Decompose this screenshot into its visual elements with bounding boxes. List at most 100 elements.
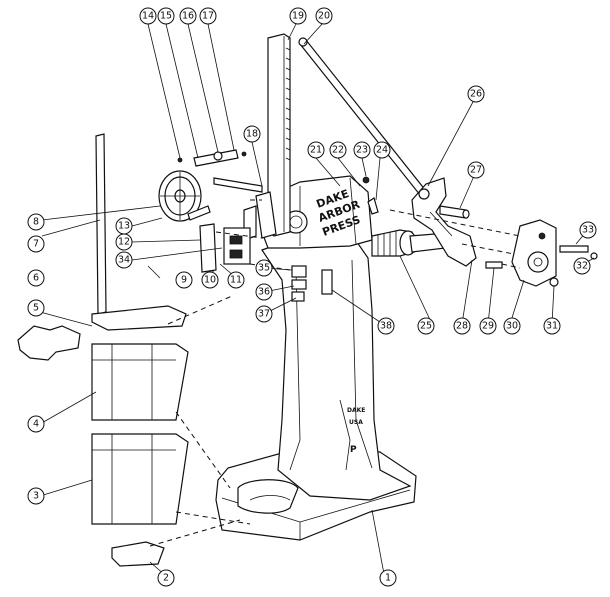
svg-text:38: 38 xyxy=(380,321,392,332)
callout-10: 10 xyxy=(201,271,219,289)
bracket-assembly xyxy=(411,177,477,267)
callout-14: 14 xyxy=(139,7,157,25)
svg-text:33: 33 xyxy=(582,225,594,236)
pin-29 xyxy=(485,261,503,269)
ring-31 xyxy=(549,277,559,287)
svg-text:29: 29 xyxy=(482,321,494,332)
svg-text:8: 8 xyxy=(33,217,39,228)
callout-33: 33 xyxy=(579,221,597,239)
callout-20: 20 xyxy=(315,7,333,25)
svg-text:18: 18 xyxy=(246,129,258,140)
svg-text:19: 19 xyxy=(292,11,304,22)
svg-text:1: 1 xyxy=(385,573,391,584)
svg-text:13: 13 xyxy=(118,221,130,232)
svg-text:36: 36 xyxy=(258,287,270,298)
callout-24: 24 xyxy=(373,141,391,159)
base-lettering-2: USA xyxy=(349,419,363,426)
side-plates xyxy=(187,191,277,273)
callout-28: 28 xyxy=(453,317,471,335)
pin-32 xyxy=(590,252,598,260)
bracket-stud xyxy=(439,205,470,219)
callout-26: 26 xyxy=(467,85,485,103)
callout-4: 4 xyxy=(27,415,45,433)
svg-text:21: 21 xyxy=(310,145,322,156)
clamp-plate xyxy=(511,219,557,287)
svg-text:5: 5 xyxy=(33,303,39,314)
callout-32: 32 xyxy=(573,257,591,275)
callout-3: 3 xyxy=(27,487,45,505)
svg-text:32: 32 xyxy=(576,261,588,272)
callout-13: 13 xyxy=(115,217,133,235)
callout-34: 34 xyxy=(115,251,133,269)
callout-11: 11 xyxy=(227,271,245,289)
svg-text:14: 14 xyxy=(142,11,154,22)
svg-text:30: 30 xyxy=(506,321,518,332)
callout-5: 5 xyxy=(27,299,45,317)
pin-33 xyxy=(559,245,589,253)
svg-text:37: 37 xyxy=(258,309,270,320)
svg-text:10: 10 xyxy=(204,275,216,286)
svg-text:31: 31 xyxy=(546,321,558,332)
callout-31: 31 xyxy=(543,317,561,335)
callout-30: 30 xyxy=(503,317,521,335)
svg-text:3: 3 xyxy=(33,491,39,502)
base-plate-2 xyxy=(111,541,165,567)
svg-text:22: 22 xyxy=(332,145,344,156)
base-lettering-1: DAKE xyxy=(347,407,365,414)
svg-text:16: 16 xyxy=(182,11,194,22)
svg-text:20: 20 xyxy=(318,11,330,22)
base-lettering-3: P xyxy=(350,445,357,455)
svg-text:23: 23 xyxy=(356,145,368,156)
svg-text:17: 17 xyxy=(202,11,214,22)
callout-27: 27 xyxy=(467,161,485,179)
callout-7: 7 xyxy=(27,235,45,253)
callout-1: 1 xyxy=(379,569,397,587)
svg-text:15: 15 xyxy=(160,11,172,22)
callout-16: 16 xyxy=(179,7,197,25)
callout-2: 2 xyxy=(157,569,175,587)
svg-text:34: 34 xyxy=(118,255,130,266)
svg-text:9: 9 xyxy=(181,275,187,286)
svg-text:28: 28 xyxy=(456,321,468,332)
callout-29: 29 xyxy=(479,317,497,335)
svg-text:35: 35 xyxy=(258,263,270,274)
callout-6: 6 xyxy=(27,269,45,287)
pin-24 xyxy=(367,197,379,215)
handle-lever xyxy=(298,37,431,201)
ram xyxy=(95,133,107,315)
callout-21: 21 xyxy=(307,141,325,159)
svg-text:7: 7 xyxy=(33,239,39,250)
svg-text:11: 11 xyxy=(230,275,242,286)
callout-9: 9 xyxy=(175,271,193,289)
svg-text:26: 26 xyxy=(470,89,482,100)
svg-text:12: 12 xyxy=(118,237,130,248)
callout-22: 22 xyxy=(329,141,347,159)
screw-23 xyxy=(362,176,370,184)
callout-25: 25 xyxy=(417,317,435,335)
svg-text:27: 27 xyxy=(470,165,482,176)
svg-text:25: 25 xyxy=(420,321,432,332)
alignment-lines xyxy=(149,199,521,547)
ram-foot xyxy=(91,305,187,331)
handwheel xyxy=(158,149,247,222)
callout-38: 38 xyxy=(377,317,395,335)
svg-text:6: 6 xyxy=(33,273,39,284)
rod-18 xyxy=(213,177,263,193)
callout-36: 36 xyxy=(255,283,273,301)
bolster-upper xyxy=(91,343,189,421)
callouts: 1 2 3 4 5 6 7 8 9 10 11 12 13 14 15 16 1… xyxy=(27,7,597,587)
clover-plate xyxy=(17,325,81,361)
callout-17: 17 xyxy=(199,7,217,25)
callout-19: 19 xyxy=(289,7,307,25)
svg-text:4: 4 xyxy=(33,419,39,430)
callout-35: 35 xyxy=(255,259,273,277)
callout-37: 37 xyxy=(255,305,273,323)
svg-text:2: 2 xyxy=(163,573,169,584)
callout-15: 15 xyxy=(157,7,175,25)
bolster-lower xyxy=(91,433,189,525)
svg-text:24: 24 xyxy=(376,145,388,156)
callout-12: 12 xyxy=(115,233,133,251)
callout-8: 8 xyxy=(27,213,45,231)
callout-23: 23 xyxy=(353,141,371,159)
